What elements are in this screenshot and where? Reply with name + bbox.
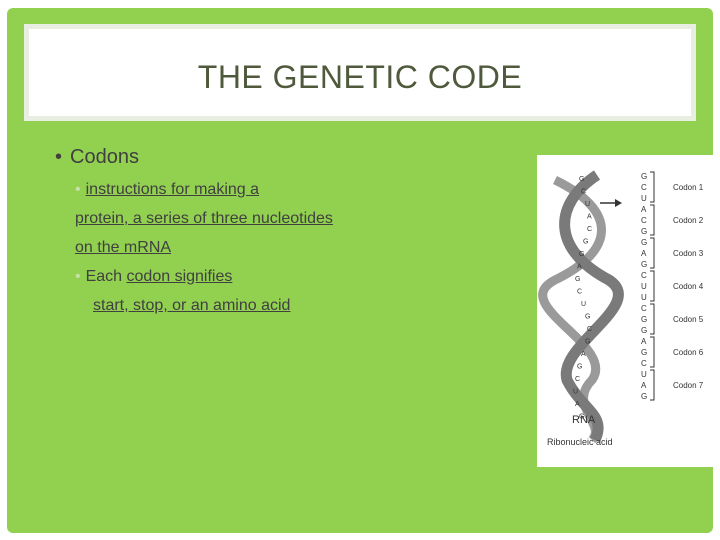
sequence-base: G — [641, 172, 647, 181]
title-box: THE GENETIC CODE — [24, 24, 696, 121]
helix-base: C — [581, 189, 586, 196]
helix-base: G — [583, 239, 588, 246]
sequence-base: G — [641, 392, 647, 401]
sequence-base: G — [641, 326, 647, 335]
helix-base: G — [585, 339, 590, 346]
bullet-dot-icon: • — [55, 146, 63, 168]
helix-base: U — [585, 201, 590, 208]
codon-label: Codon 3 — [673, 249, 704, 258]
arrow-icon — [615, 199, 622, 207]
bullet-codons: • Codons — [55, 143, 475, 171]
helix-base: C — [587, 226, 592, 233]
codon-bracket — [650, 303, 655, 335]
slide-title: THE GENETIC CODE — [197, 59, 523, 95]
helix-base: C — [577, 289, 582, 296]
helix-base: C — [587, 326, 592, 333]
codon-bracket — [650, 369, 655, 401]
sequence-base: U — [641, 293, 647, 302]
codon-label: Codon 5 — [673, 315, 704, 324]
sub-bullet-dot-icon: • — [75, 181, 81, 198]
sequence-base: C — [641, 216, 647, 225]
sequence-base: G — [641, 315, 647, 324]
helix-base: A — [575, 401, 580, 408]
rna-label: RNA — [572, 414, 596, 426]
sequence-base: G — [641, 348, 647, 357]
sequence-base: C — [641, 271, 647, 280]
codon-bracket — [650, 237, 655, 269]
helix-base: U — [573, 389, 578, 396]
helix-base: G — [577, 364, 582, 371]
sequence-base: G — [641, 227, 647, 236]
helix-base: G — [585, 314, 590, 321]
sequence-base: A — [641, 205, 647, 214]
bullet-codons-text: Codons — [70, 146, 139, 168]
helix-base: A — [587, 214, 592, 221]
sequence-base: C — [641, 304, 647, 313]
sequence-base: A — [641, 381, 647, 390]
bullet-list: •Codons •instructions for making a prote… — [55, 143, 475, 320]
codon-label: Codon 1 — [673, 183, 704, 192]
sub-bullet-text-4: start, stop, or an amino acid — [93, 297, 291, 314]
helix-base: G — [579, 414, 584, 421]
codon-bracket — [650, 204, 655, 236]
sequence-base: G — [641, 260, 647, 269]
sub-bullet-text-2: protein, a series of three nucleotides — [75, 210, 333, 227]
sub-bullet-dot-icon: • — [75, 268, 81, 285]
sequence-base: U — [641, 282, 647, 291]
sub-bullet-instructions: •instructions for making a protein, a se… — [75, 175, 475, 320]
helix-base: G — [579, 176, 584, 183]
helix-base: A — [581, 351, 586, 358]
sub-bullet-codon-signifies: codon signifies — [126, 268, 233, 285]
codon-bracket — [650, 270, 655, 302]
helix-base: C — [575, 376, 580, 383]
codon-brackets: Codon 1 Codon 2 Codon 3 Codon 4 Codon 5 Codon… — [650, 171, 704, 401]
helix-base: A — [577, 264, 582, 271]
sub-bullet-text-3: on the mRNA — [75, 239, 172, 256]
codon-label: Codon 4 — [673, 282, 704, 291]
sequence-base: C — [641, 359, 647, 368]
codon-label: Codon 6 — [673, 348, 704, 357]
codon-label: Codon 7 — [673, 381, 704, 390]
sequence-base: A — [641, 249, 647, 258]
codon-label: Codon 2 — [673, 216, 704, 225]
codon-bracket — [650, 336, 655, 368]
helix-strand-front — [559, 170, 624, 443]
helix-base: G — [575, 276, 580, 283]
sequence-base: A — [641, 337, 647, 346]
sequence-base: C — [641, 183, 647, 192]
sequence-base: U — [641, 194, 647, 203]
sub-bullet-text-1: instructions for making a — [85, 181, 260, 198]
sequence-base: U — [641, 370, 647, 379]
helix-base: G — [579, 251, 584, 258]
sub-bullet-each: Each — [85, 268, 127, 285]
codon-bracket — [650, 171, 655, 203]
figure-caption: Ribonucleic acid — [547, 437, 613, 447]
sequence-base: G — [641, 238, 647, 247]
helix-strand-back — [538, 175, 606, 444]
helix-base: U — [581, 301, 586, 308]
